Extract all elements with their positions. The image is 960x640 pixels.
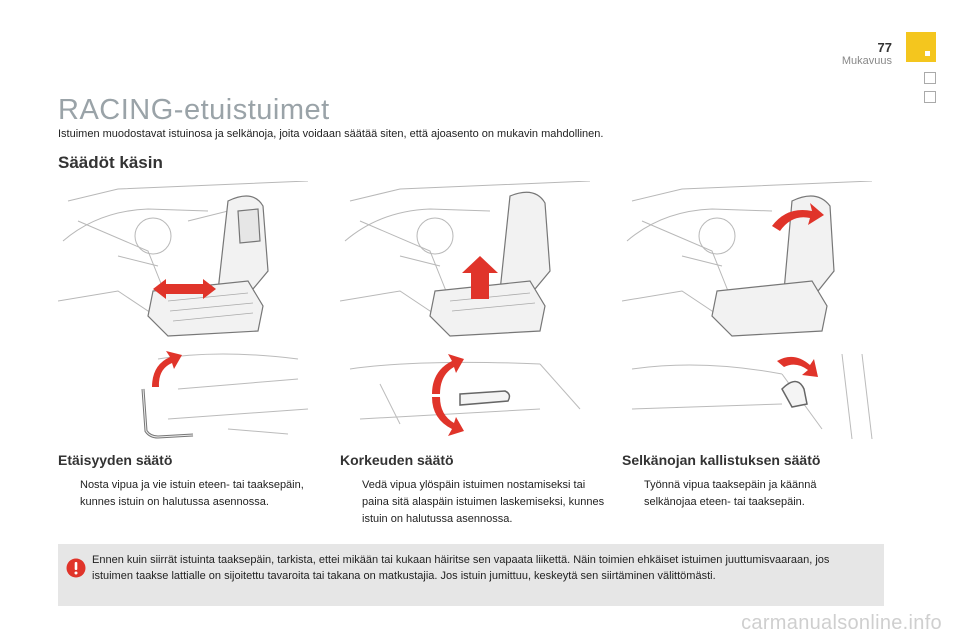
up-down-arrow-icon	[432, 354, 464, 436]
column-title-distance: Etäisyyden säätö	[58, 452, 173, 468]
column-text-height: Vedä vipua ylöspäin istuimen nostamiseks…	[362, 479, 605, 525]
up-arrow-icon	[462, 256, 498, 299]
seat-distance-illustration	[58, 181, 318, 347]
section-name: Mukavuus	[841, 55, 892, 67]
curved-arrow-icon	[772, 203, 824, 231]
intro-text: Istuimen muodostavat istuinosa ja selkän…	[58, 128, 604, 140]
section-tab[interactable]	[924, 72, 936, 84]
height-lever-detail	[340, 349, 600, 441]
warning-exclamation-icon	[66, 558, 86, 583]
page-title: RACING-etuistuimet	[58, 94, 330, 126]
seat-height-illustration	[340, 181, 600, 347]
warning-box: Ennen kuin siirrät istuinta taaksepäin, …	[58, 544, 884, 606]
column-title-recline: Selkänojan kallistuksen säätö	[622, 452, 821, 468]
double-arrow-icon	[153, 279, 216, 299]
column-text-distance: Nosta vipua ja vie istuin eteen- tai taa…	[80, 479, 304, 508]
warning-text: Ennen kuin siirrät istuinta taaksepäin, …	[92, 554, 830, 582]
page-number: 77	[877, 40, 892, 55]
column-title-height: Korkeuden säätö	[340, 452, 454, 468]
recline-lever-detail	[622, 349, 884, 441]
watermark: carmanualsonline.info	[741, 612, 942, 634]
seat-recline-illustration	[622, 181, 884, 347]
curved-arrow-icon	[152, 351, 182, 387]
section-tab[interactable]	[924, 91, 936, 103]
section-tab-active[interactable]	[906, 32, 936, 62]
distance-lever-detail	[58, 349, 318, 441]
section-subtitle: Säädöt käsin	[58, 153, 163, 172]
curved-arrow-icon	[777, 356, 818, 377]
column-text-recline: Työnnä vipua taaksepäin ja käännä selkän…	[644, 479, 817, 508]
